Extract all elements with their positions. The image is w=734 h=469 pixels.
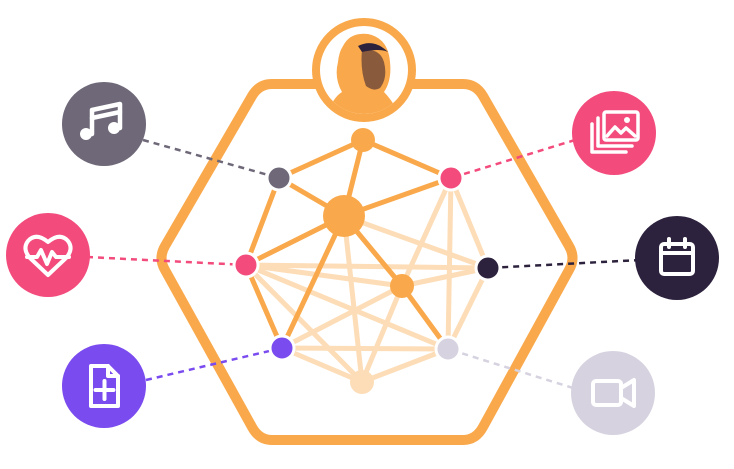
app-medical-file[interactable] [62, 344, 146, 428]
strong-link [360, 137, 454, 181]
node-music [265, 164, 293, 192]
calendar-icon [659, 237, 695, 276]
node-health [232, 251, 260, 279]
node-bottom [350, 370, 374, 394]
node-video [434, 335, 462, 363]
strong-link [276, 137, 366, 181]
faint-link [243, 262, 451, 352]
faint-link [445, 265, 491, 352]
avatar-headband [358, 43, 388, 52]
hexagon-frame [156, 79, 578, 445]
video-camera-icon [591, 378, 636, 408]
strong-link [243, 262, 285, 351]
faint-link [279, 283, 405, 351]
health-badge[interactable] [6, 213, 90, 297]
network-nodes [232, 128, 502, 394]
faint-link [445, 175, 454, 352]
app-health[interactable] [6, 213, 90, 297]
video-badge[interactable] [571, 351, 655, 435]
node-inner-right [390, 274, 414, 298]
faint-link [243, 262, 365, 385]
connector-music [142, 138, 280, 180]
node-top [351, 128, 375, 152]
faint-link [448, 175, 491, 271]
faint-link [359, 283, 405, 385]
connector-medical-file [145, 346, 283, 382]
photo-gallery-icon [590, 110, 640, 154]
faint-link [359, 346, 451, 385]
faint-link [243, 262, 491, 271]
medical-file-icon [89, 364, 120, 408]
faint-link [399, 265, 491, 289]
music-note-icon [80, 101, 123, 140]
dashed-connectors [86, 138, 641, 390]
calendar-badge[interactable] [635, 216, 719, 300]
person-in-hijab-avatar [312, 18, 416, 122]
faint-links [243, 175, 491, 385]
music-badge[interactable] [62, 82, 146, 166]
strong-link [243, 175, 282, 268]
faint-link [341, 213, 491, 271]
hexagon-outline [156, 79, 578, 445]
node-calendar [474, 254, 502, 282]
app-photos[interactable] [572, 91, 656, 175]
avatar-face [361, 49, 386, 90]
photos-badge[interactable] [572, 91, 656, 175]
node-photos [437, 164, 465, 192]
heart-rate-icon [23, 234, 73, 277]
node-medical-file [268, 334, 296, 362]
node-center [323, 195, 365, 237]
connector-calendar [487, 258, 641, 270]
faint-link [279, 345, 365, 385]
faint-link [341, 213, 365, 385]
faint-link [279, 345, 451, 352]
app-music[interactable] [62, 82, 146, 166]
strong-link [279, 213, 347, 351]
connector-health [86, 255, 247, 267]
app-video[interactable] [571, 351, 655, 435]
faint-link [243, 262, 405, 289]
app-calendar[interactable] [635, 216, 719, 300]
